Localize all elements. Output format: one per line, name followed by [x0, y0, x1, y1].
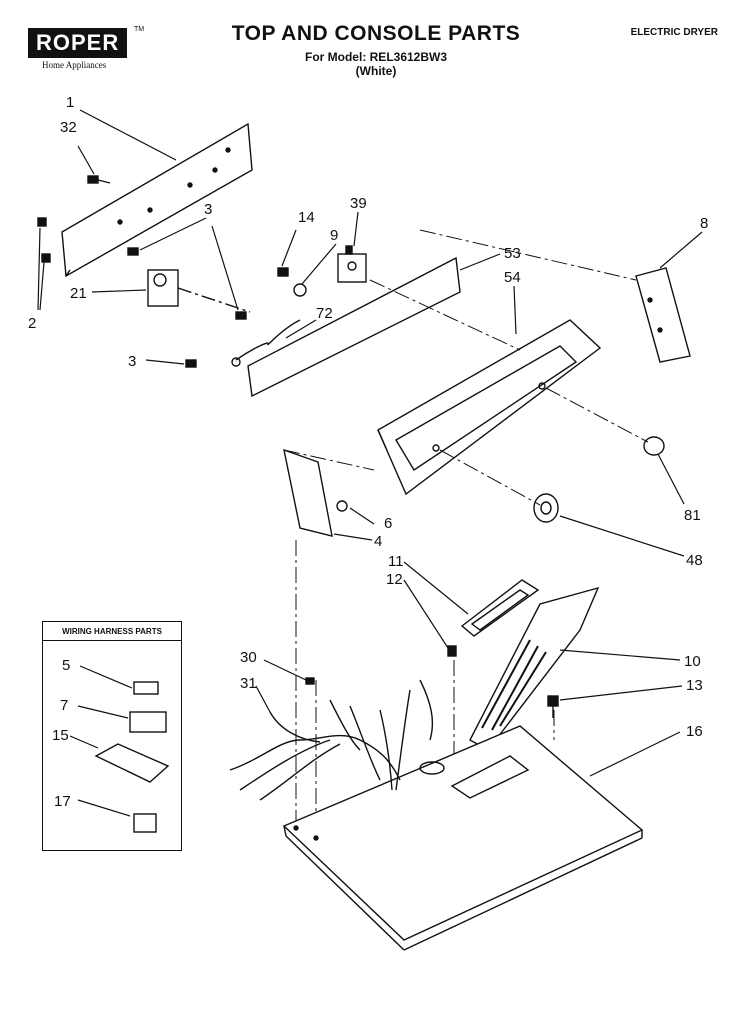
callout-4: 4 — [374, 533, 382, 550]
callout-16: 16 — [686, 723, 703, 740]
wiring-harness-parts-box: WIRING HARNESS PARTS — [42, 621, 182, 851]
callout-48: 48 — [686, 552, 703, 569]
bracket-part — [283, 448, 375, 537]
console-rear-panel — [231, 256, 461, 398]
callout-14: 14 — [298, 209, 315, 226]
callout-31: 31 — [240, 675, 257, 692]
callout-12: 12 — [386, 571, 403, 588]
callout-labels: 1 32 3 2 21 14 9 39 53 54 8 3 72 81 48 6… — [28, 94, 708, 810]
callout-21: 21 — [70, 285, 87, 302]
console-housing — [377, 319, 602, 496]
brand-subtitle: Home Appliances — [42, 60, 107, 70]
callout-15: 15 — [52, 727, 69, 744]
end-cap-part — [635, 267, 691, 363]
callout-10: 10 — [684, 653, 701, 670]
callout-2: 2 — [28, 315, 36, 332]
callout-81: 81 — [684, 507, 701, 524]
callout-9: 9 — [330, 227, 338, 244]
model-info: For Model: REL3612BW3 (White) — [0, 50, 752, 78]
top-panel-part — [282, 725, 644, 951]
callout-30: 30 — [240, 649, 257, 666]
callout-54: 54 — [504, 269, 521, 286]
callout-7: 7 — [60, 697, 68, 714]
alignment-lines — [295, 229, 649, 840]
brand-trademark: TM — [134, 26, 145, 33]
model-line: For Model: REL3612BW3 — [304, 50, 448, 64]
color-line: (White) — [355, 64, 397, 78]
callout-53: 53 — [504, 245, 521, 262]
screw-part — [37, 175, 247, 368]
callout-11: 11 — [388, 553, 404, 570]
callout-39: 39 — [350, 195, 367, 212]
callout-17: 17 — [54, 793, 71, 810]
cover-part — [460, 579, 540, 637]
harness-connector-parts — [94, 681, 170, 833]
callout-8: 8 — [700, 215, 708, 232]
switch-part — [337, 245, 367, 283]
control-panel-part — [61, 122, 253, 278]
fastener-part — [277, 267, 307, 297]
callout-1: 1 — [66, 94, 74, 111]
callout-3-top: 3 — [204, 201, 212, 218]
callout-72: 72 — [316, 305, 333, 322]
callout-3-left: 3 — [128, 353, 136, 370]
page-title: TOP AND CONSOLE PARTS — [231, 22, 521, 45]
brand-name: ROPER — [28, 28, 128, 58]
brand-logo: ROPER TM Home Appliances — [28, 26, 144, 70]
callout-6: 6 — [384, 515, 392, 532]
timer-part — [147, 269, 251, 313]
screw-part — [447, 645, 559, 718]
wiring-harness-title: WIRING HARNESS PARTS — [43, 622, 181, 641]
callout-13: 13 — [686, 677, 703, 694]
knob-part — [533, 436, 665, 523]
leader-lines — [37, 109, 703, 817]
callout-32: 32 — [60, 119, 77, 136]
wiring-harness-part — [229, 677, 434, 801]
product-category: ELECTRIC DRYER — [630, 27, 718, 38]
callout-5: 5 — [62, 657, 70, 674]
